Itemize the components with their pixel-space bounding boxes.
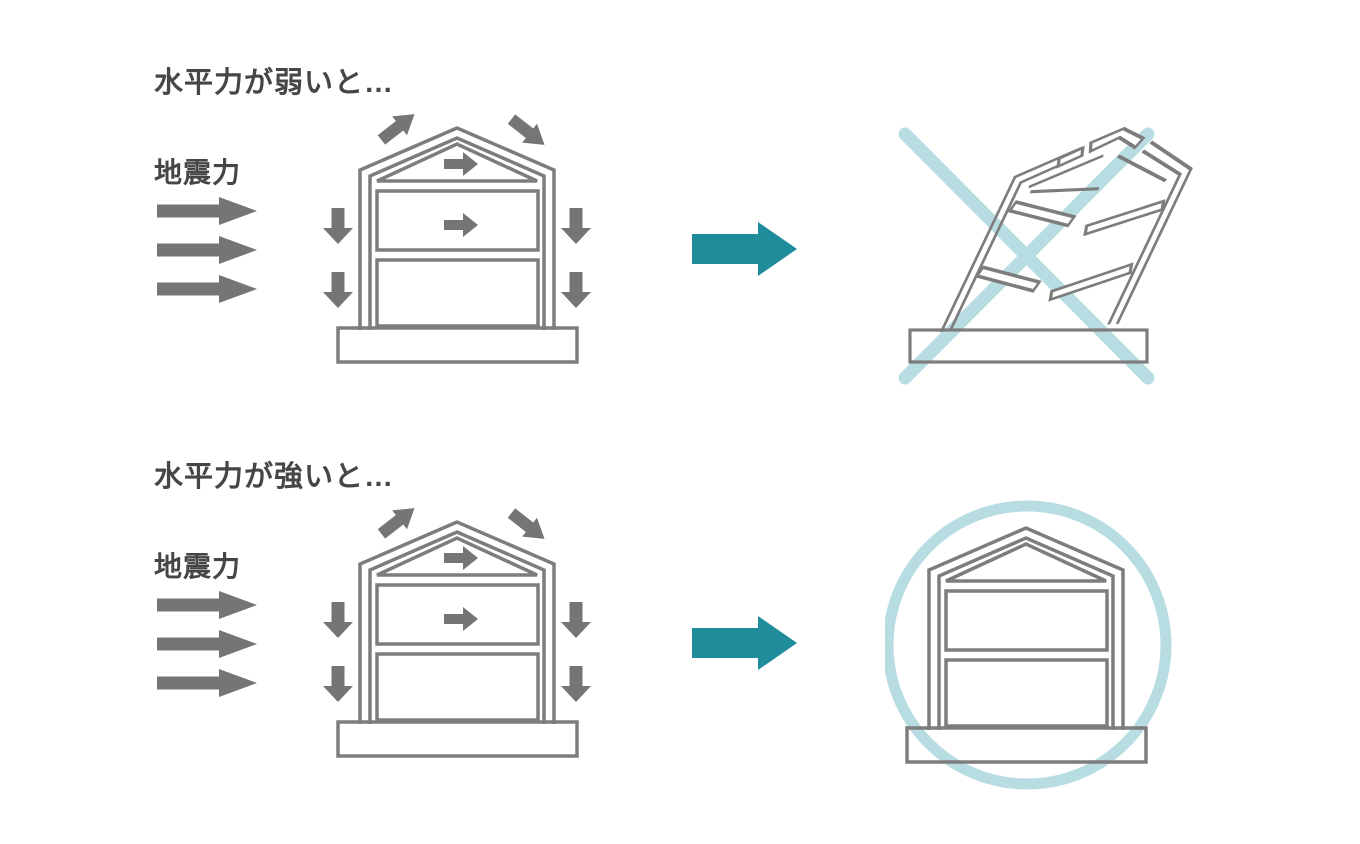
circle-mark-icon bbox=[885, 500, 1172, 790]
row1-collapsed-house-crossed-icon bbox=[898, 123, 1195, 385]
row1-flow-right-arrow-icon bbox=[692, 222, 797, 276]
row1-seismic-force-label: 地震力 bbox=[154, 157, 242, 188]
row2-title: 水平力が強いと… bbox=[154, 461, 395, 493]
collapsed-house-icon bbox=[908, 123, 1195, 364]
row1-seismic-force-arrows-icon bbox=[155, 195, 260, 305]
row1-title: 水平力が弱いと… bbox=[154, 67, 395, 99]
row2-house-diagram bbox=[320, 494, 600, 758]
row2-intact-house-circled-icon bbox=[885, 500, 1172, 790]
row1-house-diagram bbox=[320, 100, 600, 364]
cross-mark-icon bbox=[898, 127, 1155, 385]
row2-flow-right-arrow-icon bbox=[692, 616, 797, 670]
row2-seismic-force-label: 地震力 bbox=[154, 551, 242, 582]
intact-house-icon bbox=[905, 526, 1148, 764]
row2-seismic-force-arrows-icon bbox=[155, 589, 260, 699]
